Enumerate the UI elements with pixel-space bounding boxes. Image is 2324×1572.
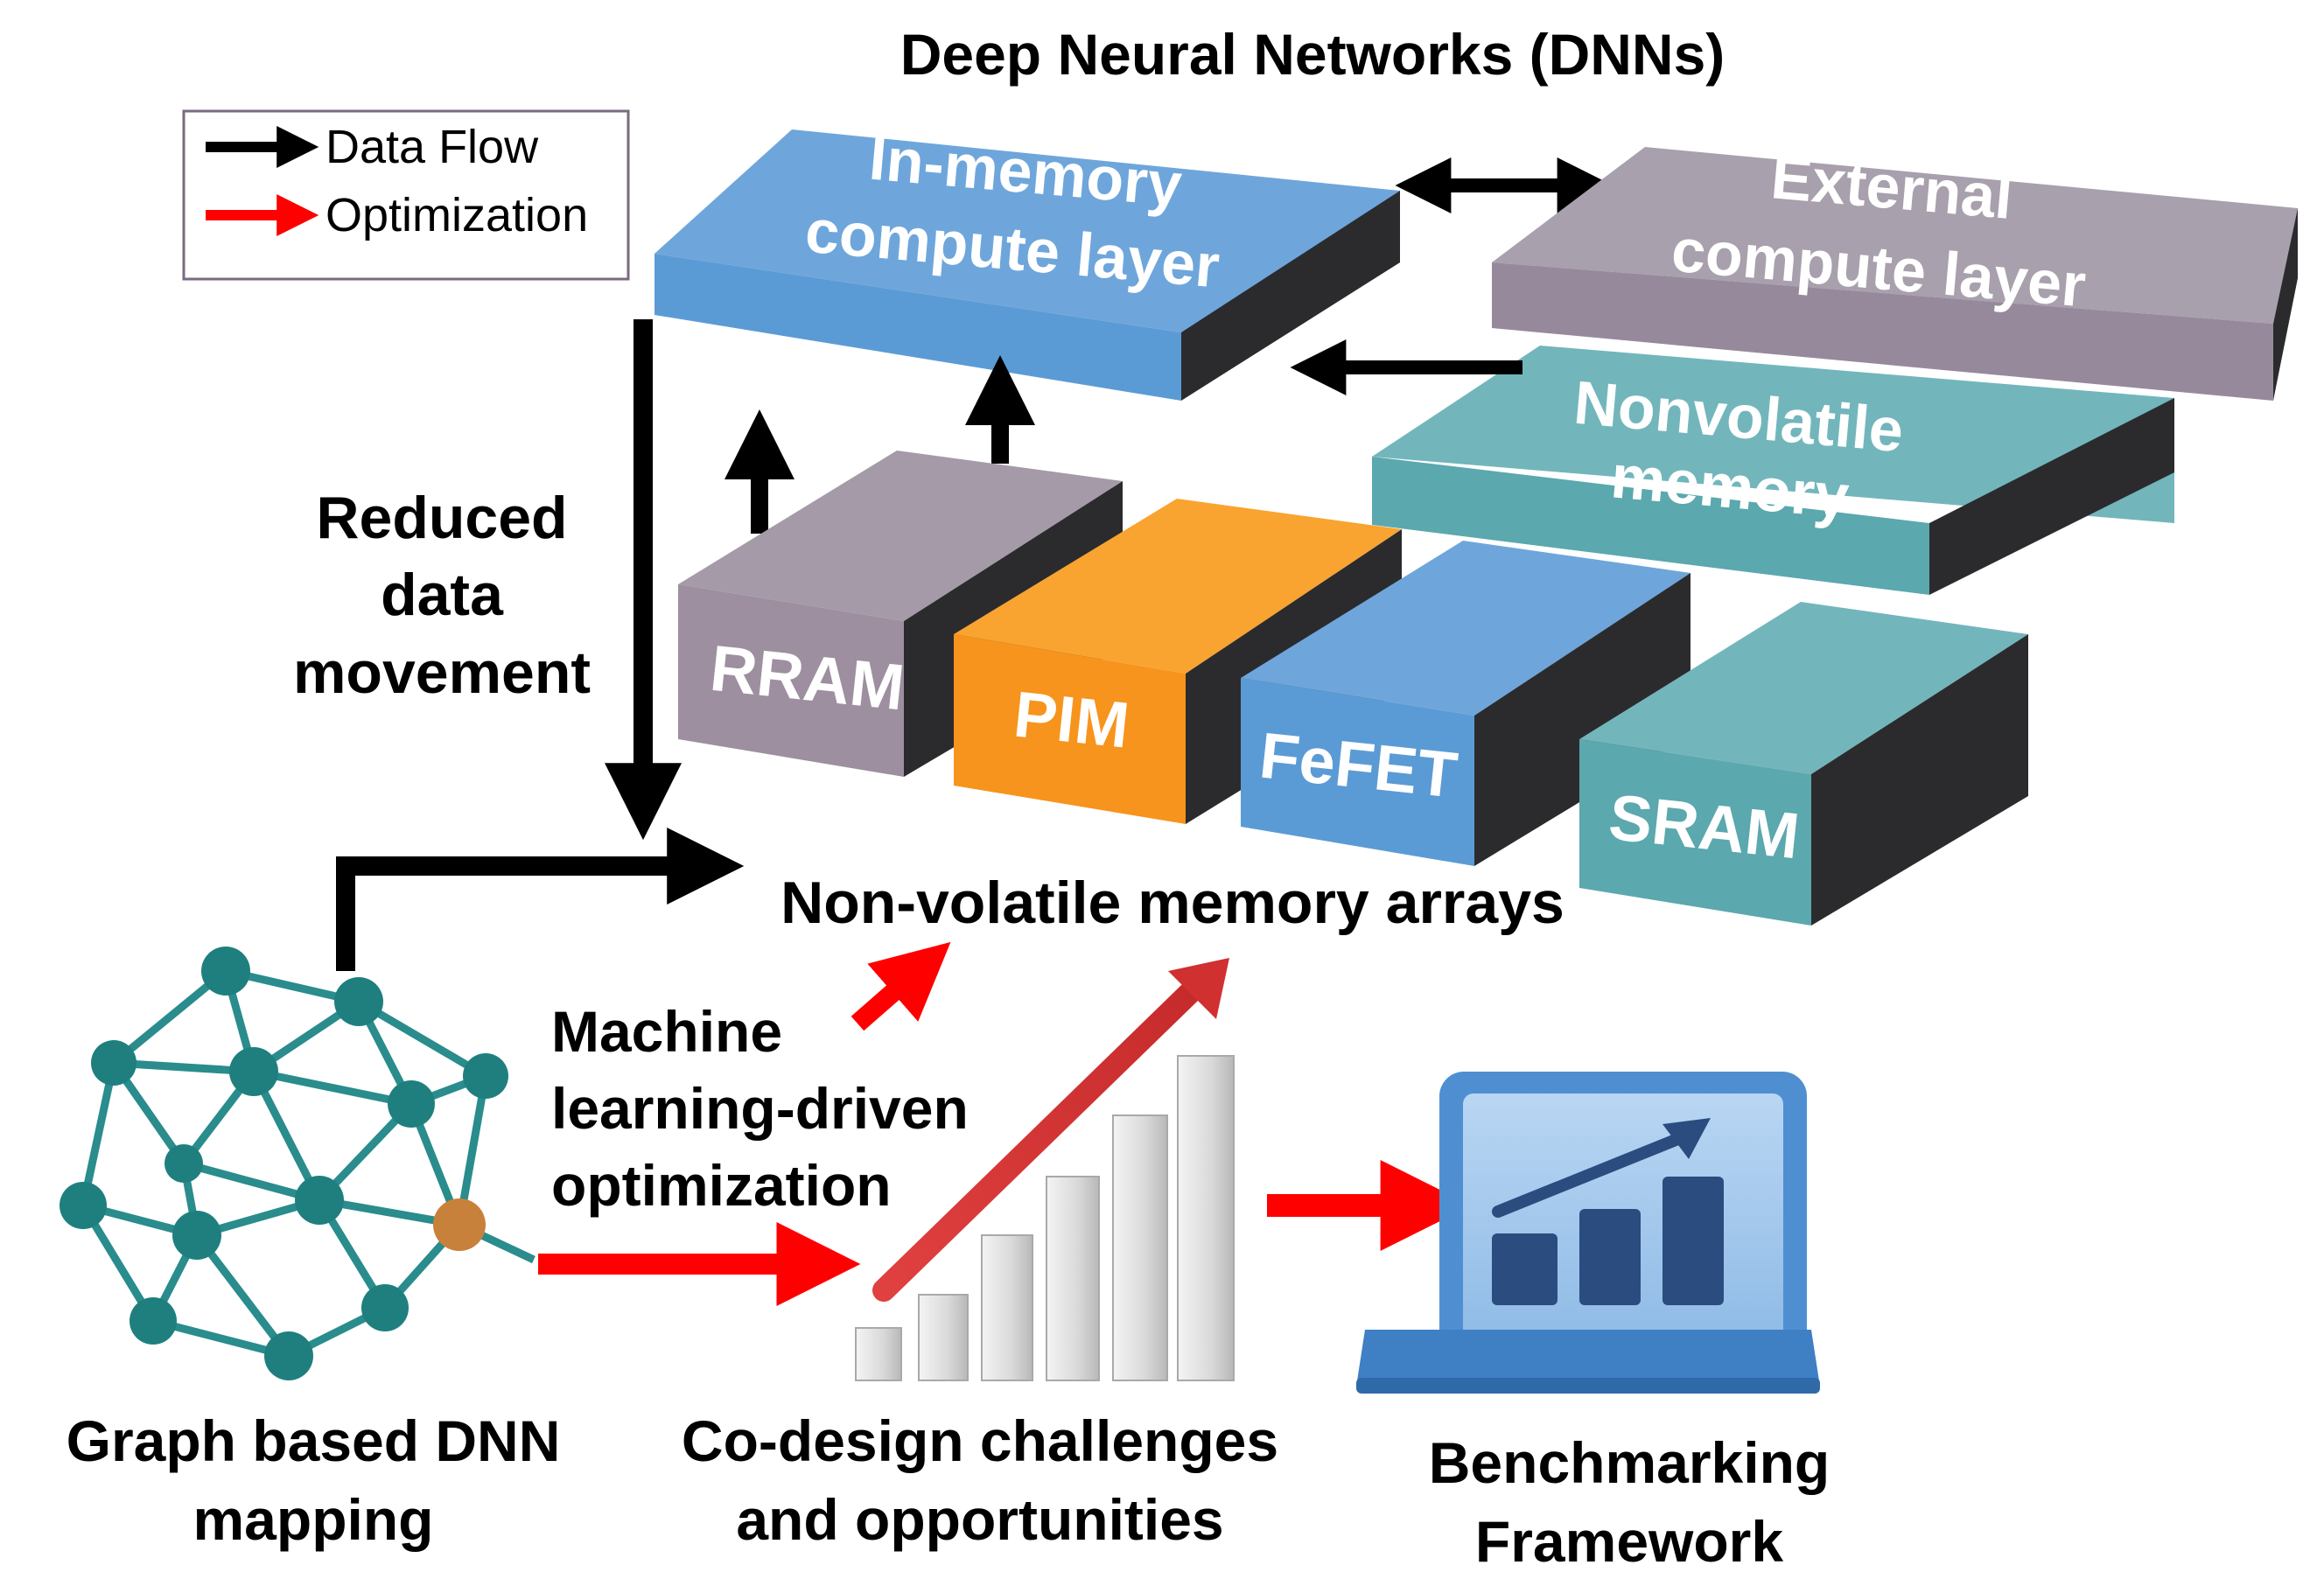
arrow-ml-to-nvm — [850, 941, 951, 1031]
sram-block: SRAM — [1579, 602, 2028, 926]
codesign-line1: Co-design challenges — [682, 1408, 1278, 1473]
nonvolatile-memory-layer: Nonvolatile memory — [1372, 346, 2174, 595]
graph-network-illustration — [60, 947, 536, 1380]
fefet-block: FeFET — [1241, 541, 1690, 866]
pim-label: PIM — [1011, 677, 1133, 761]
external-compute-layer: External compute layer — [1492, 143, 2298, 401]
bar-chart-illustration — [855, 958, 1235, 1381]
pim-block: PIM — [954, 499, 1402, 824]
reduced-line2: data — [381, 562, 504, 628]
legend-data-flow-label: Data Flow — [326, 121, 539, 173]
graph-mapping-line1: Graph based DNN — [66, 1408, 561, 1473]
reduced-line1: Reduced — [316, 485, 567, 551]
legend: Data Flow Optimization — [182, 109, 630, 281]
benchmark-line2: Framework — [1475, 1509, 1783, 1572]
in-memory-compute-layer: In-memory compute layer — [654, 124, 1400, 401]
laptop-illustration — [1356, 1072, 1820, 1394]
reduced-line3: movement — [293, 639, 591, 706]
benchmark-line1: Benchmarking — [1429, 1430, 1830, 1495]
codesign-line2: and opportunities — [736, 1487, 1223, 1552]
ml-line1: Machine — [551, 999, 782, 1064]
diagram-title: Deep Neural Networks (DNNs) — [900, 22, 1726, 87]
arrow-graph-to-nvm — [336, 828, 745, 971]
ml-line2: learning-driven — [551, 1076, 969, 1141]
graph-mapping-line2: mapping — [193, 1487, 434, 1552]
nvm-arrays-label: Non-volatile memory arrays — [780, 870, 1564, 936]
ml-line3: optimization — [551, 1153, 892, 1218]
trend-arrow-head — [1168, 958, 1229, 1019]
trend-arrow — [872, 968, 1214, 1302]
legend-optimization-label: Optimization — [326, 189, 588, 241]
